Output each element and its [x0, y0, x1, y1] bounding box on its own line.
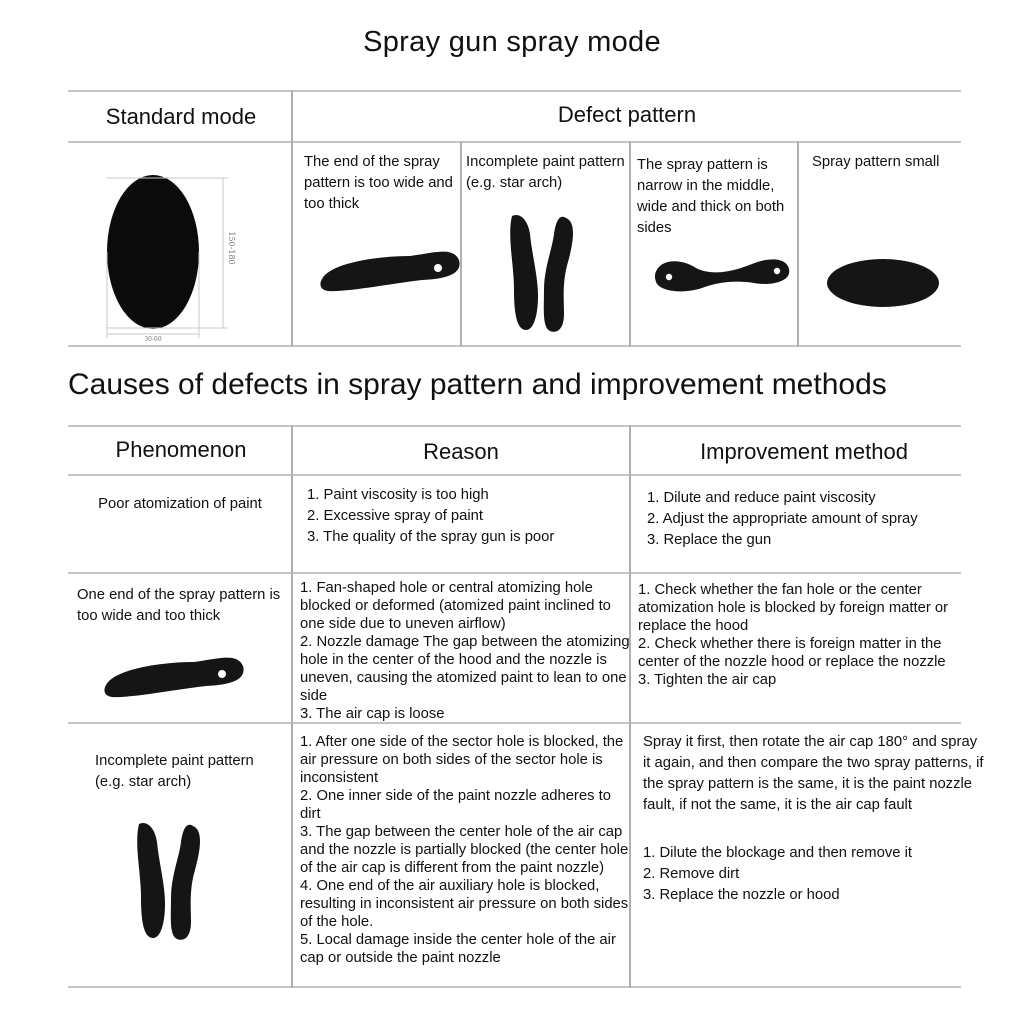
small-pattern	[827, 259, 939, 307]
improvement-list: 1. Dilute and reduce paint viscosity 2. …	[647, 488, 918, 551]
top-table-divider	[629, 141, 631, 347]
reason-item: 3. The quality of the spray gun is poor	[307, 529, 555, 545]
improvement-item: 2. Remove dirt	[643, 866, 740, 882]
improvement-item: 3. Tighten the air cap	[638, 672, 777, 688]
reason-list: 1. Paint viscosity is too high 2. Excess…	[307, 485, 554, 548]
wide-end-pattern	[104, 657, 244, 698]
top-table-divider	[460, 141, 462, 347]
top-table-header-divider	[68, 141, 961, 143]
improvement-list: 1. Dilute the blockage and then remove i…	[643, 843, 912, 906]
top-table-divider	[291, 90, 293, 347]
improvement-item: 2. Adjust the appropriate amount of spra…	[647, 511, 918, 527]
improvement-item: 1. Dilute the blockage and then remove i…	[643, 845, 912, 861]
improvement-item: 3. Replace the gun	[647, 532, 772, 548]
width-dimension-label: 30-60	[144, 336, 161, 343]
defect-description: The end of the spray pattern is too wide…	[304, 154, 453, 212]
standard-pattern-ellipse	[107, 175, 199, 329]
improvement-item: 1. Check whether the fan hole or the cen…	[638, 582, 949, 634]
reason-item: 1. Fan-shaped hole or central atomizing …	[300, 580, 611, 632]
top-table-border-bottom	[68, 345, 961, 347]
causes-table-divider	[629, 425, 631, 988]
causes-table-row-divider	[68, 722, 961, 724]
star-arch-pattern	[137, 822, 200, 940]
defect-description: Spray pattern small	[812, 154, 940, 170]
improvement-item: 3. Replace the nozzle or hood	[643, 887, 840, 903]
defect-description: The spray pattern is narrow in the middl…	[637, 157, 785, 236]
improvement-item: 1. Dilute and reduce paint viscosity	[647, 490, 876, 506]
reason-list: 1. Fan-shaped hole or central atomizing …	[300, 579, 630, 723]
reason-item: 2. Excessive spray of paint	[307, 508, 484, 524]
row-phenomenon: Poor atomization of paint	[98, 496, 262, 512]
top-table-border-top	[68, 90, 961, 92]
reason-item: 5. Local damage inside the center hole o…	[300, 932, 616, 966]
reason-item: 4. One end of the air auxiliary hole is …	[300, 878, 629, 930]
narrow-middle-pattern	[654, 259, 790, 292]
reason-item: 3. The gap between the center hole of th…	[300, 824, 629, 876]
improvement-item: 2. Check whether there is foreign matter…	[638, 636, 946, 670]
improvement-list: 1. Check whether the fan hole or the cen…	[638, 581, 968, 689]
causes-table-border-top	[68, 425, 961, 427]
top-table-divider	[797, 141, 799, 347]
reason-item: 2. One inner side of the paint nozzle ad…	[300, 788, 611, 822]
star-arch-pattern	[510, 214, 573, 332]
height-dimension-label: 150-180	[227, 231, 236, 264]
page-title: Spray gun spray mode	[363, 26, 661, 58]
causes-table-divider	[291, 425, 293, 988]
section-title: Causes of defects in spray pattern and i…	[68, 368, 887, 401]
causes-table-border-bottom	[68, 986, 961, 988]
wide-end-pattern	[320, 251, 460, 292]
improvement-header: Improvement method	[700, 439, 908, 464]
phenomenon-header: Phenomenon	[115, 437, 247, 462]
reason-header: Reason	[423, 439, 499, 464]
defect-pattern-header: Defect pattern	[557, 102, 697, 127]
row-phenomenon: Incomplete paint pattern (e.g. star arch…	[95, 753, 254, 790]
reason-item: 3. The air cap is loose	[300, 706, 445, 722]
standard-mode-header: Standard mode	[105, 104, 257, 129]
causes-table-header-divider	[68, 474, 961, 476]
reason-item: 2. Nozzle damage The gap between the ato…	[300, 634, 630, 704]
reason-item: 1. Paint viscosity is too high	[307, 487, 489, 503]
reason-list: 1. After one side of the sector hole is …	[300, 733, 630, 967]
causes-table-row-divider	[68, 572, 961, 574]
reason-item: 1. After one side of the sector hole is …	[300, 734, 624, 786]
standard-pattern-diagram: 150-180 30-60	[106, 175, 236, 343]
defect-description: Incomplete paint pattern (e.g. star arch…	[466, 154, 625, 191]
row-phenomenon: One end of the spray pattern is too wide…	[77, 587, 281, 624]
improvement-intro: Spray it first, then rotate the air cap …	[643, 734, 984, 813]
